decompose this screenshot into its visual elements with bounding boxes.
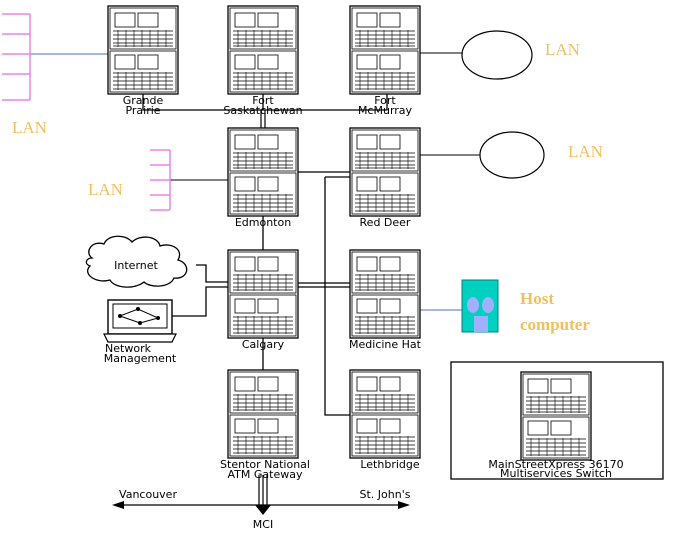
lan-label-fortmc: LAN [545, 40, 580, 59]
label-grande-line2: Prairie [125, 104, 160, 117]
lan-ring-fortmc [461, 30, 533, 80]
host-computer-icon [461, 279, 499, 333]
label-fortmc-line2: McMurray [358, 104, 413, 117]
links [30, 52, 480, 515]
legend: MainStreetXpress 36170 Multiservices Swi… [450, 361, 664, 480]
lan-label-reddeer: LAN [568, 142, 603, 161]
lan-label-edmonton: LAN [88, 180, 123, 199]
lan-ring-reddeer [479, 131, 545, 179]
internet-link [196, 264, 228, 283]
switch-lethbridge [349, 369, 421, 459]
label-edmonton: Edmonton [235, 216, 291, 229]
label-fortmc-line1: Fort [374, 94, 396, 107]
legend-line1: MainStreetXpress 36170 [488, 458, 623, 471]
netmgmt-line2: Management [104, 352, 177, 365]
lan-hub-grande [2, 13, 31, 101]
netmgmt-line1: Network [105, 342, 152, 355]
computer-icon [103, 299, 177, 343]
switch-red-deer [349, 127, 421, 217]
label-stentor-line2: ATM Gateway [228, 468, 303, 481]
mci-trunk [258, 475, 268, 508]
label-grande-line1: Grande [123, 94, 164, 107]
legend-line2: Multiservices Switch [500, 467, 612, 480]
label-lethbridge: Lethbridge [360, 458, 420, 471]
dest-vancouver: Vancouver [119, 488, 177, 501]
dest-mci: MCI [253, 518, 273, 531]
switch-fort-saskatchewan [227, 5, 299, 95]
label-reddeer: Red Deer [360, 216, 411, 229]
switch-edmonton [227, 127, 299, 217]
switch-fort-mcmurray [349, 5, 421, 95]
lan-hub-edmonton [150, 149, 171, 211]
host-label-line1: Host [520, 289, 554, 308]
host-label-line2: computer [520, 315, 590, 334]
netmgmt-link [172, 286, 228, 317]
label-stentor-line1: Stentor National [220, 458, 310, 471]
label-calgary: Calgary [242, 338, 285, 351]
legend-switch-icon [520, 371, 592, 461]
internet-label: Internet [114, 259, 158, 272]
dest-stjohns: St. John's [360, 488, 411, 501]
switch-stentor [227, 369, 299, 459]
lan-label-grande: LAN [12, 118, 47, 137]
calgary-medhat-link [298, 282, 350, 288]
switch-medicine-hat [349, 249, 421, 339]
fortsask-edmonton-link [260, 110, 266, 129]
switch-calgary [227, 249, 299, 339]
label-fortsask-line1: Fort [252, 94, 274, 107]
internet-cloud-icon: Internet [85, 235, 188, 288]
switch-grande-prairie [107, 5, 179, 95]
label-fortsask-line2: Saskatchewan [223, 104, 302, 117]
label-medhat: Medicine Hat [349, 338, 422, 351]
calgary-trunk-link [324, 176, 350, 416]
